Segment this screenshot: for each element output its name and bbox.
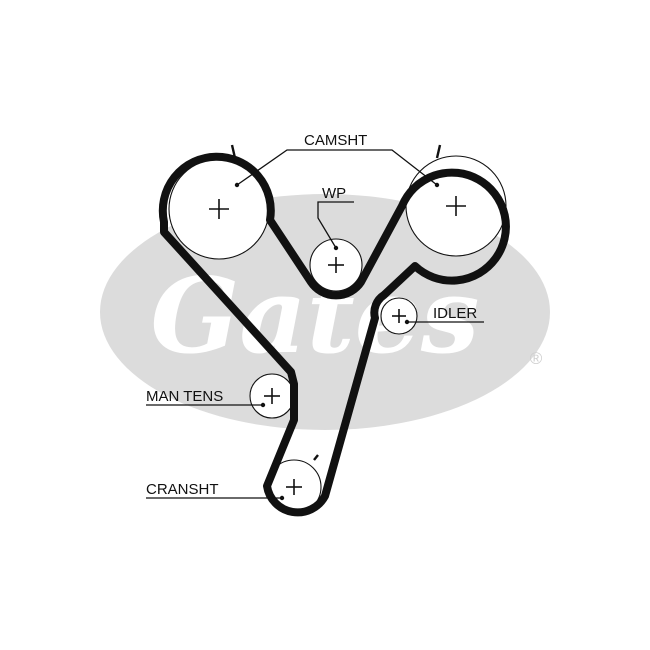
label-camshaft: CAMSHT [304, 132, 367, 149]
timing-belt [158, 152, 510, 517]
water-pump-pulley [309, 238, 363, 292]
timing-mark-crank [313, 454, 319, 461]
camshaft-pulley-left [168, 144, 270, 260]
manual-tensioner-pulley [249, 373, 295, 419]
label-crankshaft: CRANSHT [146, 481, 219, 498]
label-manual-tensioner: MAN TENS [146, 388, 223, 405]
idler-pulley [380, 297, 418, 335]
label-idler: IDLER [433, 305, 477, 322]
camshaft-pulley-right [405, 144, 507, 257]
camshaft-leader [236, 149, 438, 186]
leader-lines [146, 149, 484, 499]
water-pump-leader [317, 201, 354, 249]
registered-trademark-icon: ® [530, 349, 543, 368]
label-water-pump: WP [322, 185, 346, 202]
timing-mark-right-cam [435, 144, 442, 159]
